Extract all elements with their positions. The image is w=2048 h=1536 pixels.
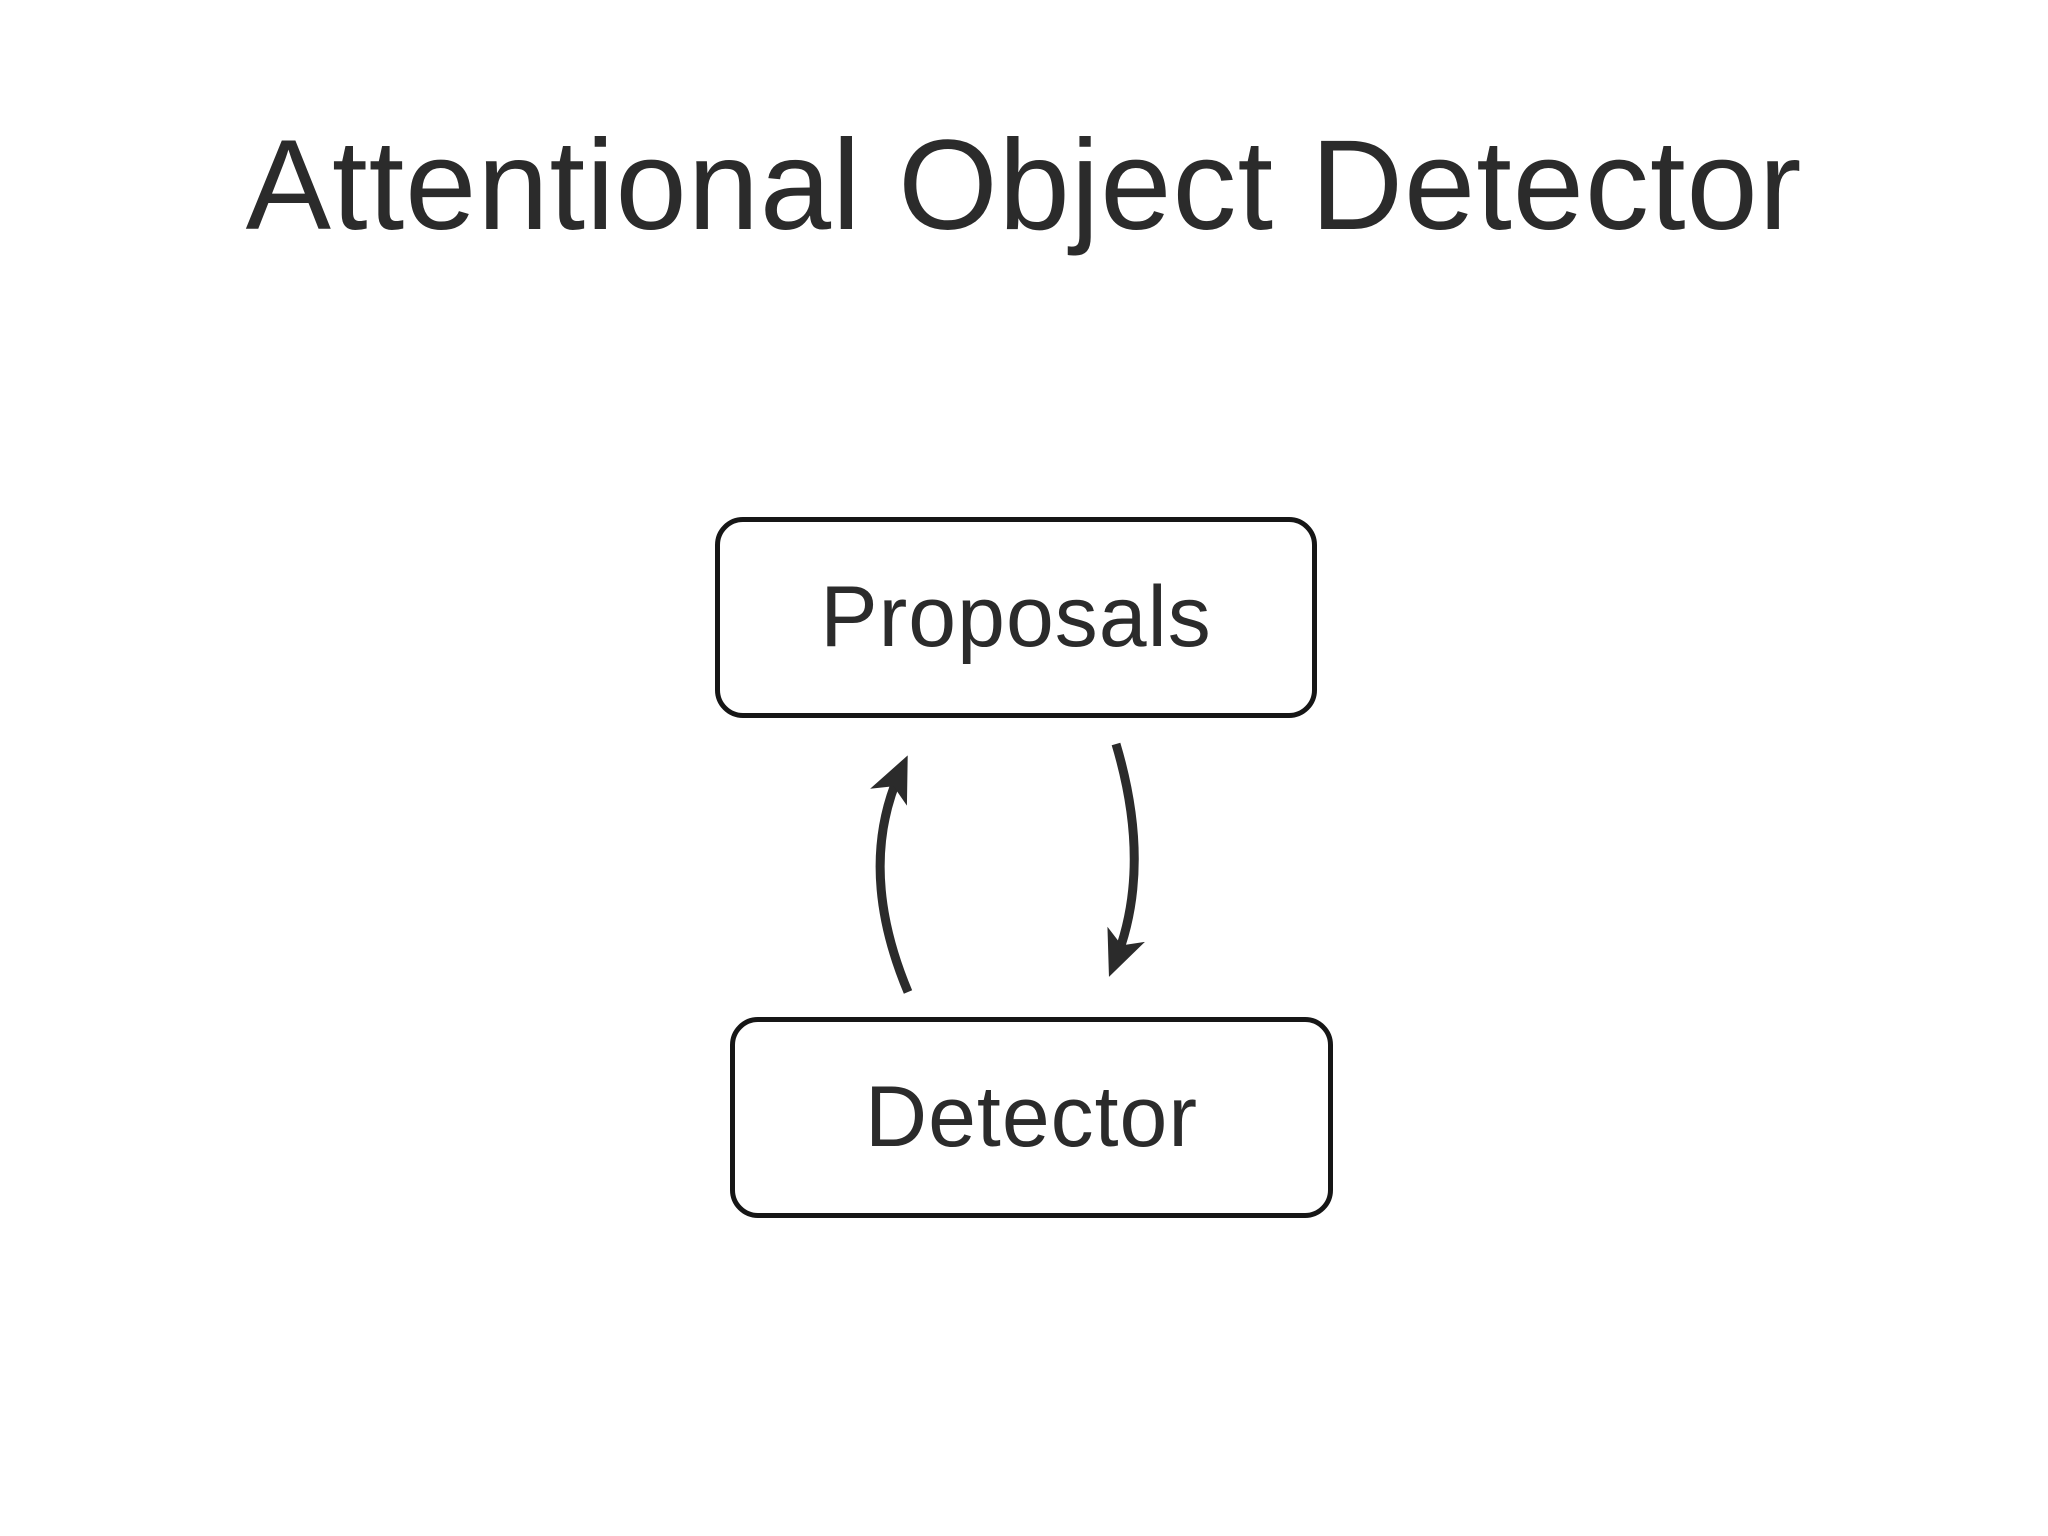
node-proposals-label: Proposals	[820, 569, 1212, 665]
node-detector-label: Detector	[864, 1069, 1199, 1165]
node-proposals: Proposals	[715, 517, 1317, 718]
arrow-proposals-to-detector-down	[1107, 742, 1145, 977]
node-detector: Detector	[730, 1017, 1333, 1218]
arrow-detector-to-proposals-up	[870, 755, 913, 994]
page-title: Attentional Object Detector	[245, 114, 1803, 257]
